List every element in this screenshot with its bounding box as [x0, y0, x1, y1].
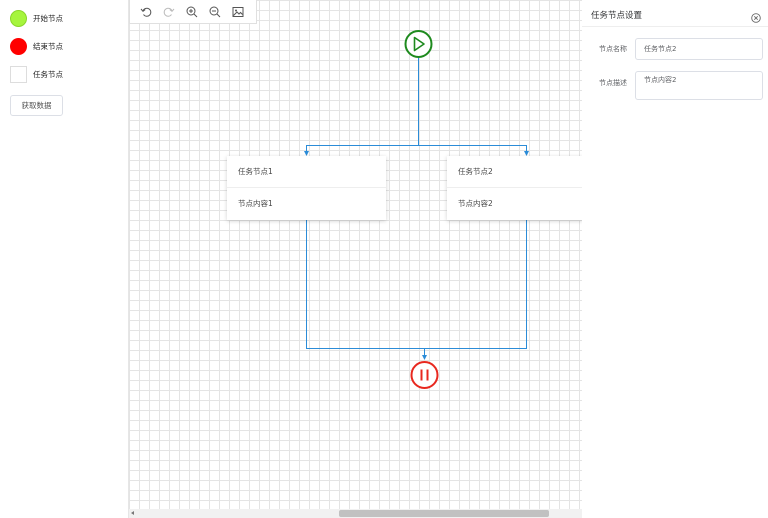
arrowhead-end [422, 355, 427, 360]
panel-title: 任务节点设置 [591, 11, 643, 21]
edge-task2-to-end [424, 219, 527, 349]
node-palette: 开始节点 结束节点 任务节点 获取数据 [0, 0, 128, 518]
scroll-left-arrow-icon[interactable] [131, 511, 134, 515]
palette-task-node[interactable]: 任务节点 [10, 66, 63, 83]
end-node[interactable] [410, 361, 439, 389]
arrowhead-task2 [524, 151, 529, 156]
task-node-title: 任务节点1 [227, 156, 386, 188]
redo-icon[interactable] [163, 6, 175, 18]
close-icon[interactable] [751, 8, 761, 23]
palette-end-label: 结束节点 [33, 42, 63, 51]
arrowhead-task1 [304, 151, 309, 156]
node-desc-textarea[interactable]: 节点内容2 [635, 71, 763, 100]
edge-start-to-task1 [306, 58, 419, 152]
image-export-icon[interactable] [232, 6, 244, 18]
task-node-content: 节点内容2 [458, 199, 493, 208]
canvas-toolbar [129, 0, 257, 24]
scrollbar-thumb[interactable] [339, 510, 549, 517]
zoom-out-icon[interactable] [209, 6, 221, 18]
edge-start-to-task2 [418, 145, 527, 152]
get-data-button[interactable]: 获取数据 [10, 95, 63, 116]
zoom-in-icon[interactable] [186, 6, 198, 18]
node-desc-label: 节点描述 [599, 79, 627, 87]
task-node-1[interactable]: 任务节点1 节点内容1 [227, 156, 386, 220]
task-node-2[interactable]: 任务节点2 节点内容2 [447, 156, 582, 220]
palette-start-node[interactable]: 开始节点 [10, 10, 63, 27]
end-node-swatch [10, 38, 27, 55]
panel-divider [582, 26, 768, 27]
undo-icon[interactable] [140, 6, 152, 18]
node-name-input[interactable]: 任务节点2 [635, 38, 763, 60]
start-node[interactable] [404, 30, 433, 58]
palette-end-node[interactable]: 结束节点 [10, 38, 63, 55]
node-name-label: 节点名称 [599, 45, 627, 53]
start-node-swatch [10, 10, 27, 27]
pause-icon [420, 369, 429, 381]
task-node-title: 任务节点2 [447, 156, 582, 188]
horizontal-scrollbar[interactable] [129, 509, 582, 518]
task-node-swatch [10, 66, 27, 83]
palette-start-label: 开始节点 [33, 14, 63, 23]
task-node-content: 节点内容1 [238, 199, 273, 208]
palette-task-label: 任务节点 [33, 70, 63, 79]
flow-canvas[interactable]: 任务节点1 节点内容1 任务节点2 节点内容2 [128, 0, 582, 518]
flow-edges [304, 30, 529, 389]
play-icon [413, 36, 425, 52]
edge-task1-to-end [306, 219, 425, 356]
node-settings-panel: 任务节点设置 节点名称 任务节点2 节点描述 节点内容2 [582, 0, 768, 518]
